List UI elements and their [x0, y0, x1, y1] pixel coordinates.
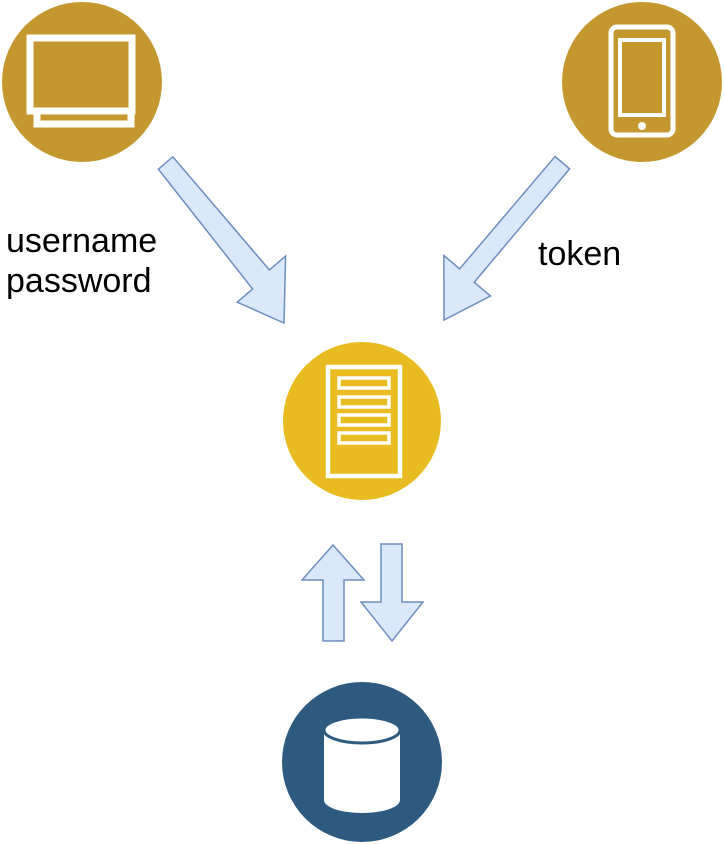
server-icon [325, 364, 403, 479]
arrow-desktop-to-server [157, 155, 287, 325]
smartphone-icon [608, 24, 676, 138]
database-icon [322, 715, 402, 813]
mobile-client-node [562, 2, 722, 162]
server-node [283, 342, 441, 500]
desktop-node-circle [2, 2, 162, 162]
password-label: password [6, 262, 152, 300]
arrow-mobile-to-server [443, 155, 571, 322]
desktop-client-node [2, 2, 162, 162]
mobile-node-circle [562, 2, 722, 162]
arrow-up-db-to-server [300, 543, 366, 642]
credentials-label: username password [6, 221, 157, 301]
username-label: username [6, 222, 158, 260]
computer-monitor-icon [26, 34, 136, 128]
token-label: token [538, 235, 622, 273]
arrow-down-server-to-db [359, 543, 425, 643]
database-node [282, 682, 442, 842]
